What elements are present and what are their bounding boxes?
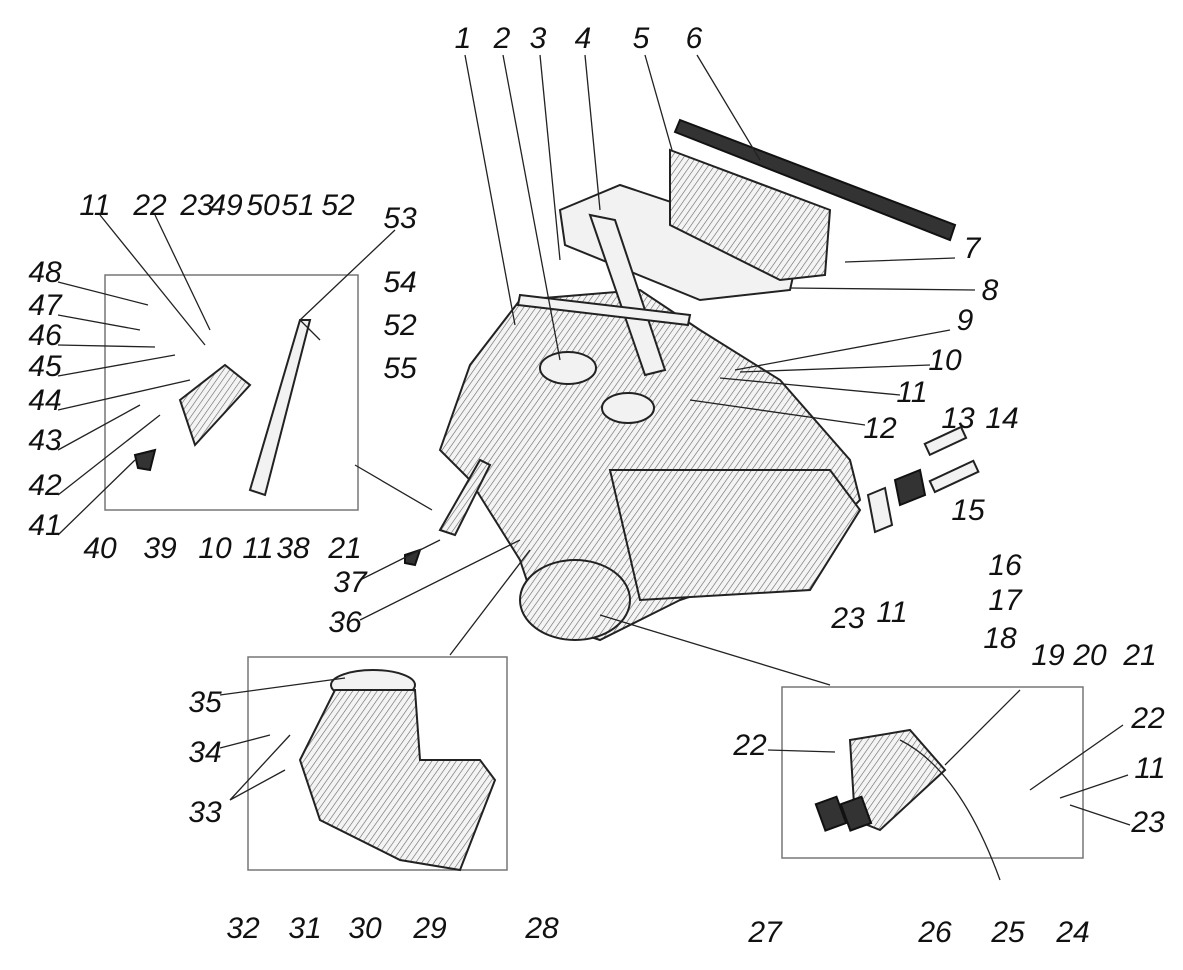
callout-41: 41 [28,509,61,542]
callout-2: 2 [493,22,511,55]
callout-22: 22 [132,189,167,222]
callout-11: 11 [242,532,273,565]
callout-52: 52 [383,309,417,342]
callout-13: 13 [941,402,975,435]
heater-housing [438,288,862,642]
callout-51: 51 [281,189,314,222]
callout-47: 47 [28,289,63,322]
callout-43: 43 [28,424,62,457]
callout-21: 21 [1122,639,1156,672]
callout-23: 23 [179,189,214,222]
callout-11: 11 [876,596,907,629]
callout-38: 38 [276,532,310,565]
callout-11: 11 [79,189,110,222]
callout-42: 42 [28,469,62,502]
leader-lines [57,54,1131,826]
valve-detail [814,689,1021,881]
callout-21: 21 [327,532,361,565]
callout-40: 40 [83,532,117,565]
filter-assembly [516,118,957,377]
callout-50: 50 [246,189,280,222]
callout-20: 20 [1072,639,1107,672]
pipe-fittings [866,425,980,534]
callout-17: 17 [988,584,1023,617]
callout-22: 22 [1130,702,1165,735]
callout-39: 39 [143,532,177,565]
air-duct-detail [298,669,497,872]
callout-22: 22 [732,729,767,762]
callout-1: 1 [455,22,472,55]
vent-grille-left [539,351,597,385]
callout-34: 34 [188,736,221,769]
callout-3: 3 [530,22,547,55]
callout-37: 37 [333,566,368,599]
callout-9: 9 [957,304,974,337]
callout-5: 5 [633,22,650,55]
callout-14: 14 [985,402,1018,435]
callout-18: 18 [983,622,1017,655]
callout-55: 55 [383,352,417,385]
callout-32: 32 [226,912,260,945]
detail-box-duct [247,656,508,871]
callout-23: 23 [830,602,865,635]
callout-53: 53 [383,202,417,235]
lever-assembly [133,319,492,567]
callout-7: 7 [964,232,982,265]
detail-box-lever [104,274,359,511]
detail-box-valve [781,686,1084,859]
callout-46: 46 [28,319,62,352]
callout-25: 25 [990,916,1025,949]
callout-54: 54 [383,266,416,299]
callout-30: 30 [348,912,382,945]
callout-48: 48 [28,256,62,289]
vent-grille-right [601,392,655,424]
callout-16: 16 [988,549,1022,582]
callout-6: 6 [686,22,703,55]
callout-28: 28 [524,912,559,945]
callout-4: 4 [575,22,592,55]
callout-11: 11 [1134,752,1165,785]
callout-19: 19 [1031,639,1065,672]
callout-26: 26 [917,916,952,949]
callout-12: 12 [863,412,897,445]
callout-52: 52 [321,189,355,222]
callout-33: 33 [188,796,222,829]
callout-10: 10 [928,344,962,377]
callout-11: 11 [896,376,927,409]
callout-8: 8 [982,274,999,307]
callout-15: 15 [951,494,985,527]
callout-36: 36 [328,606,362,639]
callout-49: 49 [209,189,243,222]
callout-44: 44 [28,384,61,417]
callout-31: 31 [288,912,321,945]
callout-23: 23 [1130,806,1165,839]
callout-24: 24 [1055,916,1089,949]
callout-45: 45 [28,350,62,383]
callout-35: 35 [188,686,222,719]
callout-29: 29 [412,912,447,945]
callout-27: 27 [747,916,783,949]
callout-10: 10 [198,532,232,565]
